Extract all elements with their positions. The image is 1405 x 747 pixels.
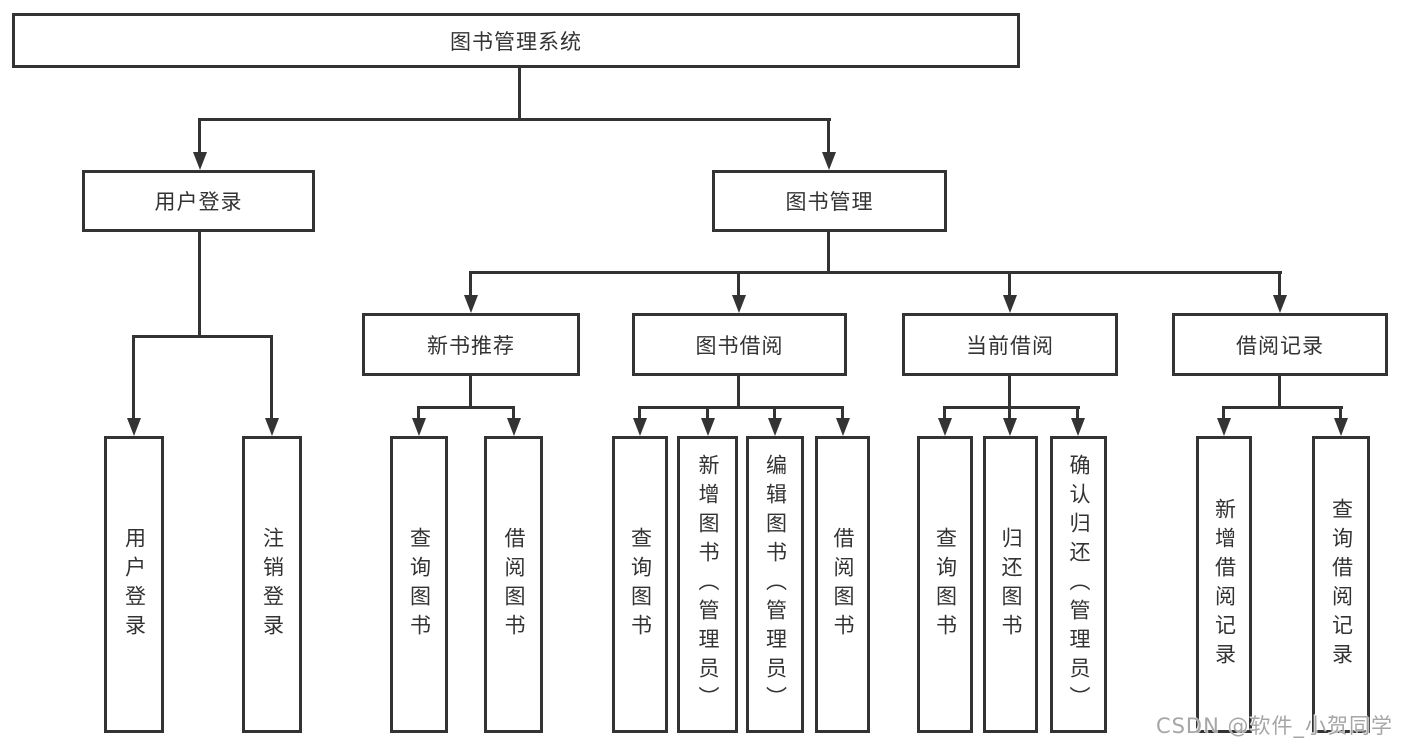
- connector-book-borrow-branch: [638, 406, 844, 409]
- leaf-bb-add-books-admin-label: 新增图书（管理员）: [696, 454, 720, 715]
- arrow-current-borrow: [1003, 295, 1017, 313]
- arrow-borrow-record: [1273, 295, 1287, 313]
- arrow-leaf-logout: [265, 418, 279, 436]
- connector-borrow-record-stub: [1278, 375, 1281, 406]
- arrow-cb-return: [1003, 418, 1017, 436]
- leaf-cb-confirm-return-admin: 确认归还（管理员）: [1050, 436, 1107, 733]
- leaf-bb-borrow-books: 借阅图书: [815, 436, 870, 733]
- node-user-login: 用户登录: [82, 170, 315, 232]
- connector-book-management-stub: [827, 232, 830, 271]
- node-root: 图书管理系统: [12, 13, 1020, 68]
- connector-user-login-branch: [132, 335, 273, 338]
- node-book-management: 图书管理: [712, 170, 947, 232]
- leaf-bb-borrow-books-label: 借阅图书: [831, 526, 855, 643]
- connector-drop-bb-add: [706, 406, 709, 418]
- arrow-bb-borrow: [836, 418, 850, 436]
- connector-drop-cb-query: [943, 406, 946, 418]
- arrow-book-management: [822, 152, 836, 170]
- leaf-user-login-label: 用户登录: [122, 526, 147, 643]
- leaf-cb-query-books: 查询图书: [917, 436, 973, 733]
- leaf-cb-query-books-label: 查询图书: [933, 526, 958, 643]
- node-new-book-recommend: 新书推荐: [362, 313, 580, 376]
- arrow-br-add: [1217, 418, 1231, 436]
- arrow-br-query: [1334, 418, 1348, 436]
- arrow-bb-add: [701, 418, 715, 436]
- leaf-bb-query-books: 查询图书: [612, 436, 668, 733]
- node-borrow-records: 借阅记录: [1172, 313, 1388, 376]
- leaf-nb-borrow-books: 借阅图书: [484, 436, 543, 733]
- leaf-nb-query-books: 查询图书: [390, 436, 448, 733]
- leaf-br-add-record: 新增借阅记录: [1196, 436, 1252, 733]
- connector-borrow-record-branch: [1222, 406, 1343, 409]
- connector-drop-leaf-user-login: [132, 335, 135, 418]
- connector-drop-current-borrow: [1008, 271, 1011, 295]
- connector-drop-bb-edit: [773, 406, 776, 418]
- leaf-br-query-record: 查询借阅记录: [1312, 436, 1370, 733]
- connector-drop-leaf-logout: [270, 335, 273, 418]
- leaf-bb-add-books-admin: 新增图书（管理员）: [677, 436, 738, 733]
- connector-drop-br-query: [1339, 406, 1342, 418]
- leaf-bb-query-books-label: 查询图书: [628, 526, 653, 643]
- connector-book-borrow-stub: [737, 375, 740, 406]
- connector-drop-book-borrow: [737, 271, 740, 295]
- leaf-cb-return-books: 归还图书: [983, 436, 1038, 733]
- leaf-br-add-record-label: 新增借阅记录: [1212, 497, 1237, 672]
- leaf-logout-label: 注销登录: [260, 526, 285, 643]
- arrow-cb-confirm: [1071, 418, 1085, 436]
- connector-drop-new-book: [469, 271, 472, 295]
- connector-drop-br-add: [1222, 406, 1225, 418]
- arrow-book-borrow: [732, 295, 746, 313]
- leaf-user-login: 用户登录: [104, 436, 164, 733]
- connector-drop-borrow-record: [1278, 271, 1281, 295]
- connector-book-management-branch: [469, 271, 1282, 274]
- connector-user-login-stub: [198, 232, 201, 335]
- connector-drop-nb-query: [417, 406, 420, 418]
- leaf-br-query-record-label: 查询借阅记录: [1329, 497, 1354, 672]
- node-current-borrow: 当前借阅: [902, 313, 1118, 376]
- connector-new-book-stub: [469, 375, 472, 406]
- connector-current-borrow-stub: [1008, 375, 1011, 406]
- connector-drop-bb-borrow: [841, 406, 844, 418]
- arrow-new-book: [464, 295, 478, 313]
- arrow-nb-borrow: [507, 418, 521, 436]
- connector-drop-bb-query: [638, 406, 641, 418]
- connector-new-book-branch: [417, 406, 515, 409]
- arrow-user-login: [193, 152, 207, 170]
- leaf-cb-return-books-label: 归还图书: [999, 526, 1023, 643]
- connector-current-borrow-branch: [943, 406, 1080, 409]
- arrow-cb-query: [938, 418, 952, 436]
- connector-drop-user-login: [198, 118, 201, 152]
- leaf-bb-edit-books-admin-label: 编辑图书（管理员）: [763, 454, 788, 715]
- connector-drop-cb-return: [1008, 406, 1011, 418]
- leaf-cb-confirm-return-admin-label: 确认归还（管理员）: [1067, 454, 1091, 715]
- arrow-leaf-user-login: [127, 418, 141, 436]
- leaf-nb-query-books-label: 查询图书: [407, 526, 432, 643]
- connector-drop-book-management: [827, 118, 830, 152]
- watermark: CSDN @软件_小贺同学: [1155, 714, 1393, 738]
- connector-root-stub: [518, 66, 521, 120]
- arrow-bb-edit: [768, 418, 782, 436]
- arrow-nb-query: [412, 418, 426, 436]
- connector-drop-nb-borrow: [512, 406, 515, 418]
- arrow-bb-query: [633, 418, 647, 436]
- leaf-nb-borrow-books-label: 借阅图书: [502, 526, 526, 643]
- node-book-borrow: 图书借阅: [632, 313, 847, 376]
- connector-root-branch: [198, 118, 831, 121]
- leaf-bb-edit-books-admin: 编辑图书（管理员）: [746, 436, 804, 733]
- leaf-logout: 注销登录: [242, 436, 302, 733]
- connector-drop-cb-confirm: [1076, 406, 1079, 418]
